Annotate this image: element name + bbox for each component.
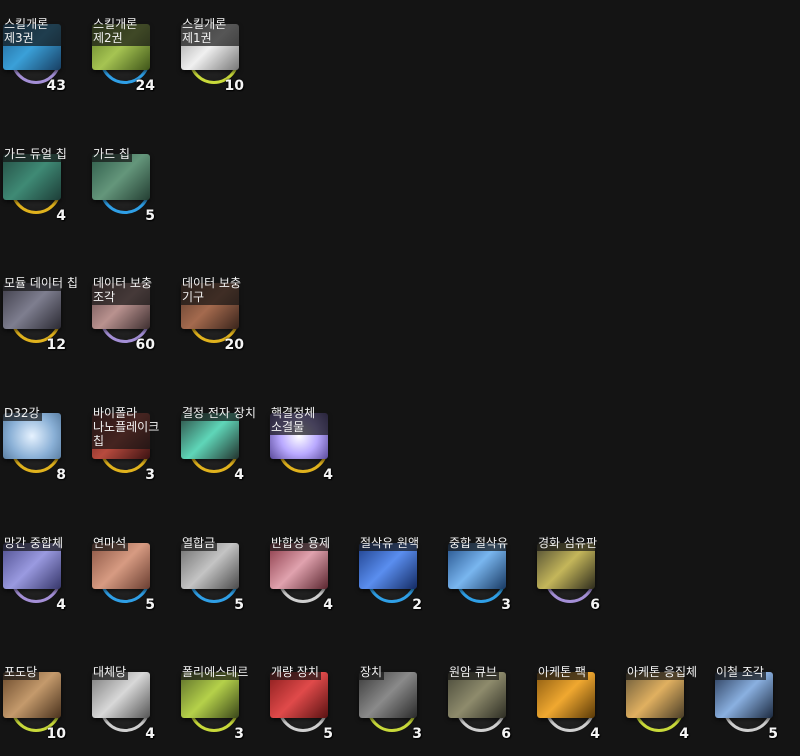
item-count: 4 bbox=[323, 597, 333, 613]
inventory-item[interactable]: 가드 칩 5 bbox=[89, 146, 177, 236]
item-count: 3 bbox=[412, 726, 422, 742]
inventory-item[interactable]: 중합 절삭유 3 bbox=[445, 535, 533, 625]
inventory-item[interactable]: 아케톤 응집체 4 bbox=[623, 664, 711, 754]
item-count: 10 bbox=[46, 726, 66, 742]
item-name: 포도당 bbox=[2, 664, 40, 680]
inventory-item[interactable]: 반합성 용제 4 bbox=[267, 535, 355, 625]
item-name: 스킬개론 제3권 bbox=[2, 16, 80, 46]
item-count: 3 bbox=[501, 597, 511, 613]
inventory-item[interactable]: 이철 조각 5 bbox=[712, 664, 800, 754]
inventory-item[interactable]: 절삭유 원액 2 bbox=[356, 535, 444, 625]
item-name: 데이터 보충 조각 bbox=[91, 275, 169, 305]
inventory-item[interactable]: D32강 8 bbox=[0, 405, 88, 495]
item-count: 4 bbox=[323, 467, 333, 483]
item-name: 개량 장치 bbox=[269, 664, 321, 680]
item-name: 장치 bbox=[358, 664, 385, 680]
item-count: 3 bbox=[234, 726, 244, 742]
item-name: 대체당 bbox=[91, 664, 129, 680]
item-count: 5 bbox=[145, 208, 155, 224]
item-name: 스킬개론 제2권 bbox=[91, 16, 169, 46]
inventory-item[interactable]: 결정 전자 장치 4 bbox=[178, 405, 266, 495]
item-name: D32강 bbox=[2, 405, 42, 421]
item-count: 4 bbox=[234, 467, 244, 483]
item-name: 열합금 bbox=[180, 535, 218, 551]
item-name: 원암 큐브 bbox=[447, 664, 499, 680]
item-name: 연마석 bbox=[91, 535, 129, 551]
item-count: 4 bbox=[679, 726, 689, 742]
item-count: 4 bbox=[145, 726, 155, 742]
inventory-item[interactable]: 장치 3 bbox=[356, 664, 444, 754]
item-name: 절삭유 원액 bbox=[358, 535, 422, 551]
item-name: 데이터 보충 기구 bbox=[180, 275, 258, 305]
inventory-item[interactable]: 원암 큐브 6 bbox=[445, 664, 533, 754]
inventory-item[interactable]: 아케톤 팩 4 bbox=[534, 664, 622, 754]
inventory-item[interactable]: 대체당 4 bbox=[89, 664, 177, 754]
inventory-item[interactable]: 포도당 10 bbox=[0, 664, 88, 754]
item-count: 60 bbox=[135, 337, 155, 353]
item-name: 아케톤 응집체 bbox=[625, 664, 700, 680]
inventory-item[interactable]: 데이터 보충 기구 20 bbox=[178, 275, 266, 365]
item-name: 중합 절삭유 bbox=[447, 535, 511, 551]
item-count: 2 bbox=[412, 597, 422, 613]
inventory-item[interactable]: 경화 섬유판 6 bbox=[534, 535, 622, 625]
item-name: 가드 듀얼 칩 bbox=[2, 146, 69, 162]
item-count: 6 bbox=[501, 726, 511, 742]
item-count: 8 bbox=[56, 467, 66, 483]
inventory-item[interactable]: 연마석 5 bbox=[89, 535, 177, 625]
item-count: 20 bbox=[224, 337, 244, 353]
inventory-item[interactable]: 스킬개론 제2권 24 bbox=[89, 16, 177, 106]
inventory-item[interactable]: 개량 장치 5 bbox=[267, 664, 355, 754]
item-count: 12 bbox=[46, 337, 66, 353]
inventory-item[interactable]: 바이폴라 나노플레이크 칩 3 bbox=[89, 405, 177, 495]
item-name: 반합성 용제 bbox=[269, 535, 333, 551]
inventory-item[interactable]: 스킬개론 제1권 10 bbox=[178, 16, 266, 106]
item-count: 5 bbox=[768, 726, 778, 742]
item-count: 10 bbox=[224, 78, 244, 94]
inventory-item[interactable]: 스킬개론 제3권 43 bbox=[0, 16, 88, 106]
item-count: 4 bbox=[56, 208, 66, 224]
item-count: 43 bbox=[46, 78, 66, 94]
item-count: 4 bbox=[56, 597, 66, 613]
item-name: 모듈 데이터 칩 bbox=[2, 275, 80, 291]
inventory-item[interactable]: 핵결정체 소결물 4 bbox=[267, 405, 355, 495]
item-name: 폴리에스테르 bbox=[180, 664, 251, 680]
inventory-item[interactable]: 열합금 5 bbox=[178, 535, 266, 625]
inventory-item[interactable]: 망간 중합체 4 bbox=[0, 535, 88, 625]
item-count: 24 bbox=[135, 78, 155, 94]
item-name: 이철 조각 bbox=[714, 664, 766, 680]
item-name: 스킬개론 제1권 bbox=[180, 16, 258, 46]
item-count: 4 bbox=[590, 726, 600, 742]
item-count: 3 bbox=[145, 467, 155, 483]
item-name: 망간 중합체 bbox=[2, 535, 66, 551]
inventory-item[interactable]: 데이터 보충 조각 60 bbox=[89, 275, 177, 365]
item-name: 가드 칩 bbox=[91, 146, 132, 162]
item-name: 경화 섬유판 bbox=[536, 535, 600, 551]
item-count: 5 bbox=[323, 726, 333, 742]
inventory-item[interactable]: 폴리에스테르 3 bbox=[178, 664, 266, 754]
item-name: 바이폴라 나노플레이크 칩 bbox=[91, 405, 169, 449]
inventory-item[interactable]: 가드 듀얼 칩 4 bbox=[0, 146, 88, 236]
item-name: 핵결정체 소결물 bbox=[269, 405, 347, 435]
item-count: 5 bbox=[234, 597, 244, 613]
item-name: 결정 전자 장치 bbox=[180, 405, 258, 421]
item-name: 아케톤 팩 bbox=[536, 664, 588, 680]
item-count: 6 bbox=[590, 597, 600, 613]
inventory-item[interactable]: 모듈 데이터 칩 12 bbox=[0, 275, 88, 365]
item-count: 5 bbox=[145, 597, 155, 613]
